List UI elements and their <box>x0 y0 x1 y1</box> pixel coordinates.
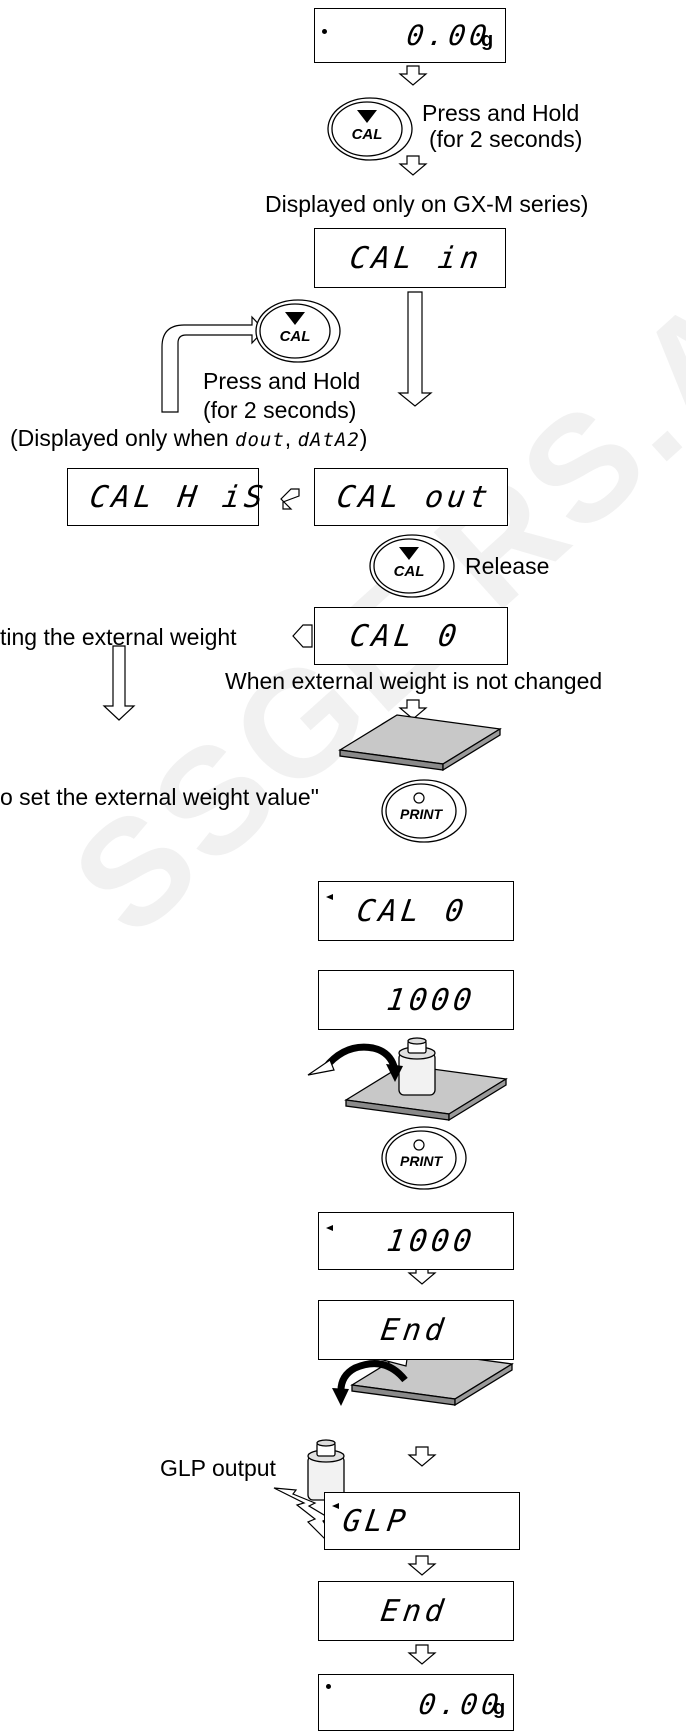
label-displayed-only-when: (Displayed only when dout, dAtA2) <box>10 425 367 453</box>
display-cal-in-text: CAL in <box>347 241 485 276</box>
display-zero-start-value: 0.00 <box>404 19 493 52</box>
pan-1-side2 <box>442 727 501 772</box>
display-cal-in: CAL in <box>314 228 506 288</box>
display-cal-out: CAL out <box>314 468 508 526</box>
display-cal-0-text: CAL 0 <box>347 619 463 654</box>
display-weight-value-stable: 1000 <box>318 1212 514 1270</box>
display-zero-final-unit: g <box>493 1697 506 1719</box>
place-arrow <box>322 1043 399 1071</box>
display-zero-final-value: 0.00 <box>416 1688 505 1721</box>
down-arrow-2 <box>398 155 428 176</box>
indicator-icon <box>326 1225 333 1231</box>
label-not-changed: When external weight is not changed <box>225 668 603 694</box>
left-arrow-weight <box>292 624 313 648</box>
place-arrow-head <box>386 1064 403 1082</box>
display-cal-his-text: CAL H iS <box>87 480 269 515</box>
cal-button-shapes <box>255 97 467 1190</box>
display-cal-his: CAL H iS <box>67 468 269 526</box>
indicator-icon <box>326 894 333 900</box>
label-press-hold-1: Press and Hold <box>422 100 580 126</box>
place-arrow-tail <box>307 1059 335 1076</box>
left-arrow-his <box>280 488 300 510</box>
cal-triangle-1 <box>357 110 377 123</box>
label-release: Release <box>465 553 550 579</box>
indicator-icon <box>332 1503 339 1509</box>
removed-weight <box>307 1439 345 1501</box>
label-displayed-only-when-suffix: ) <box>359 425 368 451</box>
label-glp-output: GLP output <box>160 1455 276 1481</box>
down-arrow-1 <box>398 65 428 86</box>
display-weight-value-stable-text: 1000 <box>384 1224 478 1259</box>
display-cal-out-text: CAL out <box>334 480 494 515</box>
label-displayed-only-when-prefix: (Displayed only when <box>10 425 236 451</box>
label-changing-weight: ting the external weight <box>0 624 237 650</box>
code-dout: dout <box>235 429 285 451</box>
label-comma: , <box>284 425 292 451</box>
code-data2: dAtA2 <box>297 429 360 451</box>
display-zero-start-unit: g <box>481 29 494 51</box>
stable-dot-icon <box>322 29 327 34</box>
down-arrow-external <box>102 645 136 721</box>
cal-button-2[interactable]: CAL <box>279 328 311 345</box>
label-set-weight-value: o set the external weight value" <box>0 784 319 810</box>
print-circle-2 <box>413 1139 425 1151</box>
long-down-arrow <box>397 291 433 407</box>
display-weight-value-text: 1000 <box>384 983 478 1018</box>
print-button-2[interactable]: PRINT <box>400 1153 442 1169</box>
down-arrow-7 <box>407 1555 437 1576</box>
display-glp: GLP <box>324 1492 520 1550</box>
display-end-2-text: End <box>378 1594 450 1629</box>
remove-arrow <box>337 1360 408 1394</box>
display-zero-start: 0.00 g <box>314 8 506 63</box>
display-cal-0-stable: CAL 0 <box>318 881 514 941</box>
cal-triangle-2 <box>285 312 305 325</box>
pan-3-side2 <box>454 1362 513 1407</box>
display-glp-text: GLP <box>340 1504 412 1539</box>
pan-2-side2 <box>448 1077 507 1122</box>
print-button-1[interactable]: PRINT <box>400 806 442 822</box>
down-arrow-8 <box>407 1644 437 1665</box>
print-circle-1 <box>413 792 425 804</box>
display-cal-0-stable-text: CAL 0 <box>354 894 470 929</box>
label-gxm-note: Displayed only on GX-M series) <box>265 191 589 217</box>
label-for-2-seconds-1: (for 2 seconds) <box>429 126 583 152</box>
stable-dot-icon <box>326 1684 331 1689</box>
label-press-hold-2: Press and Hold <box>203 368 361 394</box>
display-end-1-text: End <box>378 1313 450 1348</box>
down-arrow-6 <box>407 1446 437 1467</box>
cal-button-1[interactable]: CAL <box>351 126 383 143</box>
display-end-1: End <box>318 1300 514 1360</box>
display-cal-0: CAL 0 <box>314 607 508 665</box>
remove-arrow-head <box>332 1388 349 1406</box>
display-zero-final: 0.00 g <box>318 1674 514 1731</box>
display-weight-value: 1000 <box>318 970 514 1030</box>
cal-triangle-3 <box>399 547 419 560</box>
label-for-2-seconds-2: (for 2 seconds) <box>203 397 357 423</box>
weight-on-pan <box>398 1037 436 1096</box>
down-arrow-3 <box>398 699 428 720</box>
cal-button-3[interactable]: CAL <box>393 563 425 580</box>
display-end-2: End <box>318 1581 514 1641</box>
